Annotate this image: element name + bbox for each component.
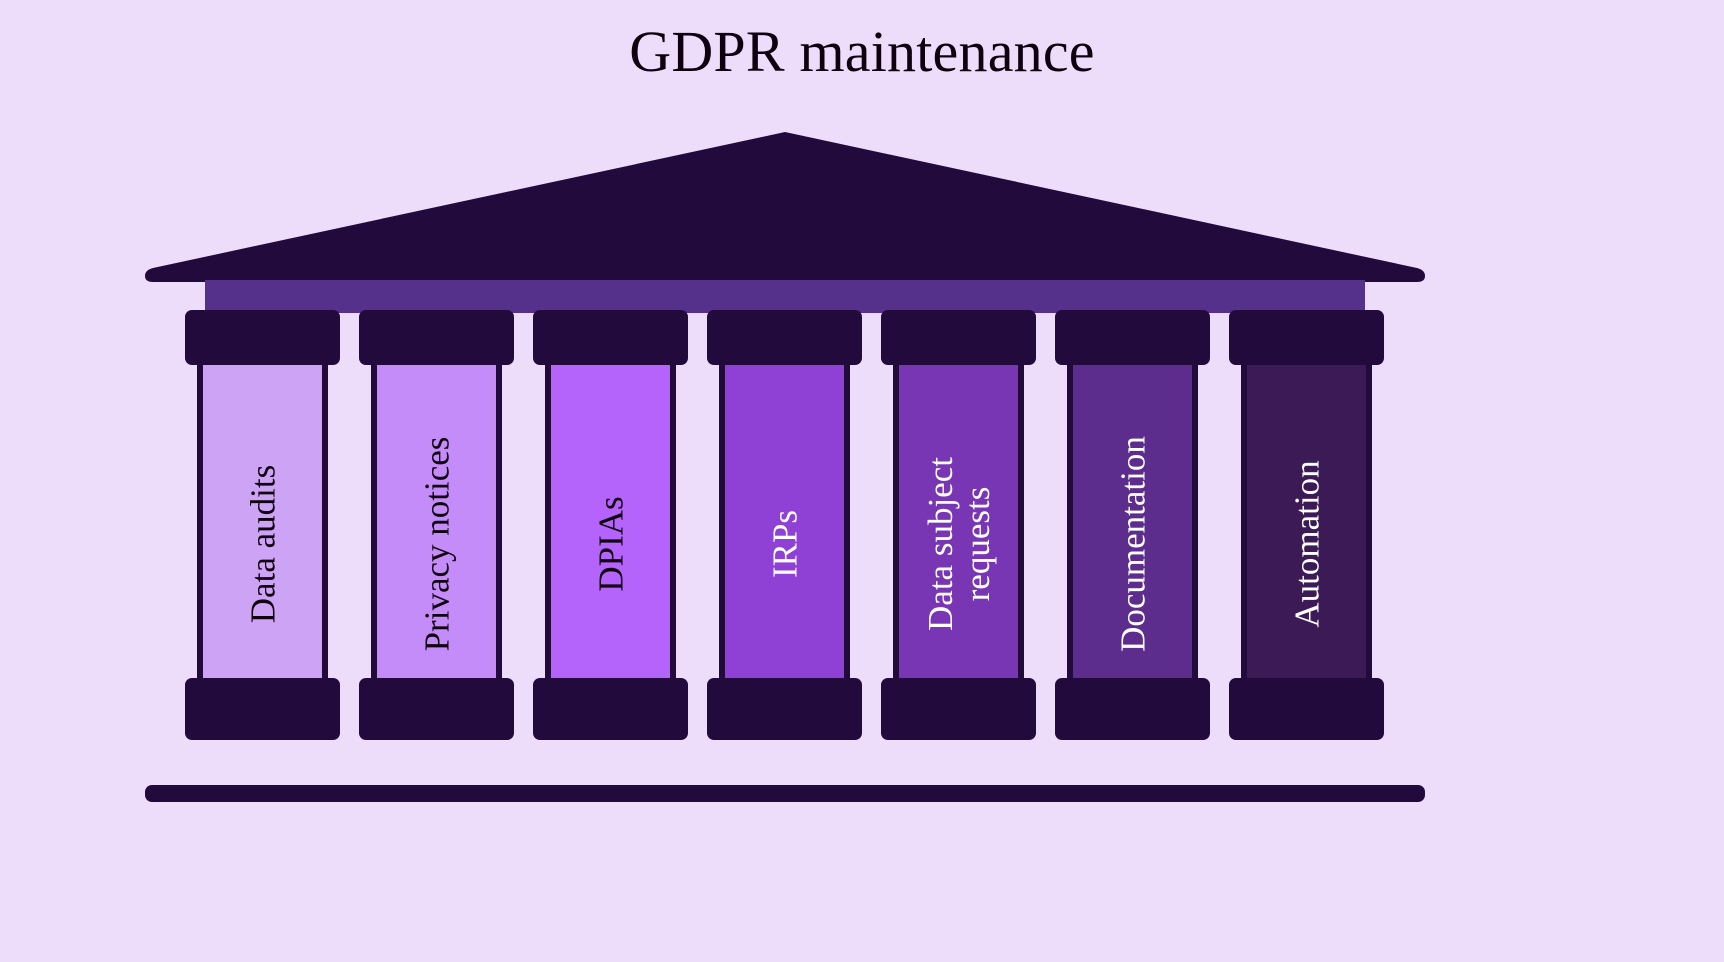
pillar-base <box>359 678 514 740</box>
pillar-capital <box>1055 310 1210 365</box>
pillar-base <box>707 678 862 740</box>
pillar-shaft: Privacy notices <box>371 360 502 728</box>
pillar-label: IRPs <box>764 509 804 579</box>
pillar-shaft: Automation <box>1241 360 1372 728</box>
temple-graphic: Data audits Privacy notices DPIAs IRPs Data … <box>145 130 1425 802</box>
pillar-automation[interactable]: Automation <box>1229 310 1384 740</box>
pillar-capital <box>359 310 514 365</box>
pillar-base <box>881 678 1036 740</box>
pillar-label-line: Automation <box>1286 460 1326 628</box>
pillar-label-line: Documentation <box>1112 436 1152 652</box>
pillar-label-line: Privacy notices <box>416 436 456 652</box>
pillar-label-line: DPIAs <box>590 496 630 592</box>
pediment-shape <box>145 132 1425 282</box>
pillar-privacy-notices[interactable]: Privacy notices <box>359 310 514 740</box>
pillar-data-audits[interactable]: Data audits <box>185 310 340 740</box>
pediment-roof <box>145 130 1425 282</box>
pillar-label: Automation <box>1286 460 1326 628</box>
pillar-label-line: Data audits <box>242 464 282 624</box>
stylobate-step <box>145 785 1425 802</box>
architrave-band <box>205 280 1365 313</box>
pillar-irps[interactable]: IRPs <box>707 310 862 740</box>
pillar-label-line: IRPs <box>764 509 804 579</box>
pillar-label: DPIAs <box>590 496 630 592</box>
pillar-label-line: requests <box>957 486 997 602</box>
pillar-label: Documentation <box>1112 436 1152 652</box>
pillar-documentation[interactable]: Documentation <box>1055 310 1210 740</box>
pillar-base <box>185 678 340 740</box>
pillar-capital <box>707 310 862 365</box>
pillar-base <box>1055 678 1210 740</box>
pillar-base <box>533 678 688 740</box>
pillar-capital <box>881 310 1036 365</box>
page-title: GDPR maintenance <box>629 19 1095 84</box>
pillar-shaft: Data audits <box>197 360 328 728</box>
pillar-shaft: Documentation <box>1067 360 1198 728</box>
pillar-label-line: Data subject <box>920 457 960 631</box>
pillar-label: Data audits <box>242 464 282 624</box>
pillar-shaft: IRPs <box>719 360 850 728</box>
colonnade: Data audits Privacy notices DPIAs IRPs Data … <box>185 310 1385 740</box>
pillar-shaft: DPIAs <box>545 360 676 728</box>
pillar-base <box>1229 678 1384 740</box>
pillar-capital <box>533 310 688 365</box>
pillar-dpias[interactable]: DPIAs <box>533 310 688 740</box>
pillar-capital <box>185 310 340 365</box>
pillar-label: Privacy notices <box>416 436 456 652</box>
pillar-capital <box>1229 310 1384 365</box>
